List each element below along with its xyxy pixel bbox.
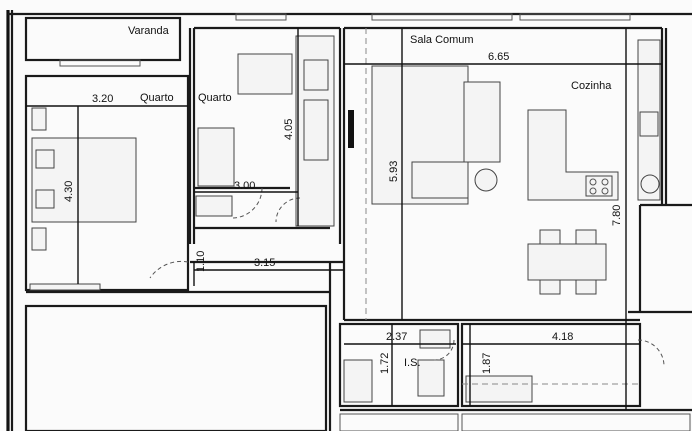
dining-table <box>527 243 607 281</box>
walls <box>6 10 692 431</box>
door-swings <box>149 187 665 367</box>
cooktop <box>585 175 613 197</box>
bathtub <box>343 359 373 403</box>
room-label-quarto-2: Quarto <box>198 92 232 104</box>
windows <box>59 13 631 67</box>
room-label-varanda: Varanda <box>128 25 170 37</box>
dim-quarto2-width: 3.00 <box>234 180 255 192</box>
dim-quarto1-width: 3.20 <box>92 93 113 105</box>
toilet <box>417 359 445 397</box>
dim-bottom-room-height: 1.87 <box>481 353 493 374</box>
dim-sala-width: 6.65 <box>488 51 509 63</box>
bed-quarto-2 <box>237 53 293 95</box>
dim-quarto2-height: 4.05 <box>283 119 295 140</box>
room-label-quarto-1: Quarto <box>140 92 174 104</box>
dim-bottom-room-width: 4.18 <box>552 331 573 343</box>
dim-hall-height: 1.10 <box>195 251 207 272</box>
dim-sala-height: 5.93 <box>388 161 400 182</box>
dashed-lines <box>365 28 640 385</box>
dim-quarto1-height: 4.30 <box>63 181 75 202</box>
furniture <box>29 35 661 403</box>
dim-is-height: 1.72 <box>379 353 391 374</box>
room-label-cozinha: Cozinha <box>571 80 612 92</box>
dim-is-width: 2.37 <box>386 331 407 343</box>
dim-hall-width: 3.15 <box>254 257 275 269</box>
room-label-sala-comum: Sala Comum <box>410 34 474 46</box>
dimension-lines <box>26 28 662 410</box>
dimension-labels: 3.20 4.30 4.05 3.00 6.65 5.93 7.80 1.10 … <box>63 51 623 374</box>
sofa <box>463 81 501 163</box>
dim-cozinha-height: 7.80 <box>611 205 623 226</box>
room-labels: Varanda Quarto Quarto Sala Comum Cozinha… <box>128 25 612 369</box>
room-label-is: I.S. <box>404 357 421 369</box>
tv-unit <box>348 110 354 148</box>
